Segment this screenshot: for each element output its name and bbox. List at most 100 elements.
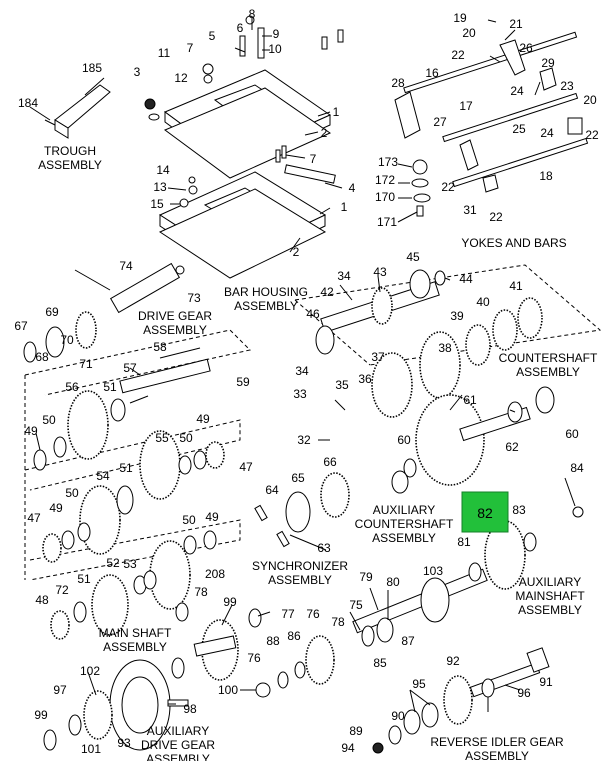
callout: 50 (65, 486, 79, 500)
callout: 64 (265, 483, 279, 497)
callout: 42 (320, 285, 334, 299)
callout: 36 (358, 372, 372, 386)
callout: 51 (103, 380, 117, 394)
callout: 170 (375, 190, 395, 204)
callout: 47 (239, 460, 253, 474)
callout: 38 (438, 341, 452, 355)
bar-housing-lower-plate (158, 171, 327, 279)
callout: 90 (391, 709, 405, 723)
callout: 56 (65, 380, 79, 394)
callout: 49 (196, 412, 210, 426)
callout: 78 (331, 615, 345, 629)
callout: 99 (223, 595, 237, 609)
callout: 57 (123, 361, 137, 375)
aux-drive-gear-caption-1: AUXILIARY (147, 724, 209, 738)
callout: 60 (565, 427, 579, 441)
callout: 10 (268, 42, 282, 56)
callout: 72 (55, 583, 69, 597)
callout: 75 (349, 598, 363, 612)
callout: 71 (79, 357, 93, 371)
callout: 9 (273, 27, 280, 41)
callout: 1 (333, 105, 340, 119)
callout: 48 (35, 593, 49, 607)
reverse-idler-part (372, 647, 550, 754)
callout: 24 (540, 126, 554, 140)
callout: 46 (306, 307, 320, 321)
callout: 12 (174, 71, 188, 85)
callout: 20 (462, 26, 476, 40)
bar-housing-upper-plate (163, 69, 332, 179)
countershaft-caption-2: ASSEMBLY (516, 365, 580, 379)
aux-mainshaft-caption-2: MAINSHAFT (515, 589, 585, 603)
callout: 39 (450, 309, 464, 323)
callout: 95 (412, 677, 426, 691)
callout: 7 (310, 152, 317, 166)
leader-lines (29, 18, 576, 713)
callout: 78 (194, 585, 208, 599)
callout: 81 (457, 535, 471, 549)
callout: 69 (45, 305, 59, 319)
callout: 16 (425, 66, 439, 80)
aux-drive-gear-caption-2: DRIVE GEAR (141, 738, 215, 752)
callout: 208 (205, 567, 225, 581)
callout: 59 (236, 375, 250, 389)
callout: 91 (539, 675, 553, 689)
callout: 102 (80, 664, 100, 678)
callout: 4 (349, 181, 356, 195)
callout: 22 (441, 180, 455, 194)
callout: 84 (570, 461, 584, 475)
bar-housing-caption-2: ASSEMBLY (234, 299, 298, 313)
callout: 31 (463, 203, 477, 217)
callout: 21 (509, 17, 523, 31)
callout: 97 (53, 683, 67, 697)
callout: 66 (323, 455, 337, 469)
aux-drive-gear-part (43, 659, 189, 751)
callout: 23 (560, 79, 574, 93)
callout: 37 (371, 350, 385, 364)
callout: 45 (406, 250, 420, 264)
callout: 47 (27, 511, 41, 525)
callout: 25 (512, 122, 526, 136)
bar-housing-caption-1: BAR HOUSING (224, 285, 308, 299)
callout: 52 (106, 556, 120, 570)
callout: 11 (158, 46, 171, 60)
callout: 70 (60, 333, 74, 347)
callout: 1 (341, 200, 348, 214)
callout: 27 (433, 115, 447, 129)
trough-part (44, 84, 111, 139)
callout: 172 (375, 173, 395, 187)
callout: 60 (397, 433, 411, 447)
callout: 87 (401, 634, 415, 648)
callout: 103 (423, 564, 443, 578)
trough-assembly-caption-1: TROUGH (44, 144, 96, 158)
callout: 63 (317, 541, 331, 555)
callout: 79 (359, 570, 373, 584)
callout: 41 (509, 279, 523, 293)
yokes-and-bars-part (394, 31, 589, 217)
drive-gear-caption-2: ASSEMBLY (143, 323, 207, 337)
aux-drive-gear-caption-3: ASSEMBLY (146, 752, 210, 761)
callout: 49 (24, 424, 38, 438)
mainshaft-box-top (24, 329, 251, 396)
callout: 14 (156, 163, 170, 177)
callout: 96 (517, 686, 531, 700)
callout: 58 (153, 340, 167, 354)
reverse-idler-caption-2: ASSEMBLY (465, 749, 529, 761)
callout: 92 (446, 654, 460, 668)
callout: 51 (119, 461, 133, 475)
callout: 51 (77, 572, 91, 586)
callout: 40 (476, 295, 490, 309)
main-shaft-caption-2: ASSEMBLY (103, 640, 167, 654)
main-shaft-caption-1: MAIN SHAFT (99, 626, 172, 640)
callout: 34 (295, 364, 309, 378)
synchronizer-caption-1: SYNCHRONIZER (252, 559, 348, 573)
mainshaft-box-bot (29, 519, 241, 581)
callout: 17 (459, 99, 473, 113)
callout: 83 (512, 503, 526, 517)
callout: 77 (281, 607, 295, 621)
callout: 50 (179, 431, 193, 445)
callout: 50 (182, 513, 196, 527)
callout: 65 (291, 471, 305, 485)
countershaft-part (315, 269, 543, 418)
